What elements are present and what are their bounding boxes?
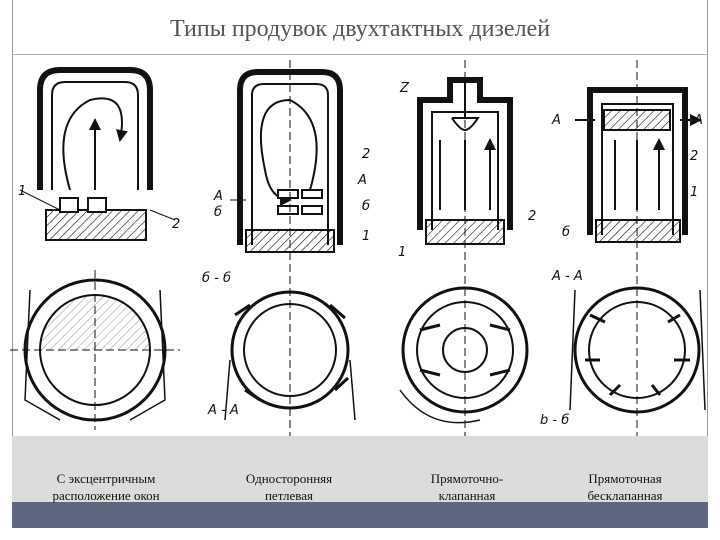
label-z-valve: Z [399, 81, 410, 96]
caption-loop: Односторонняя петлевая [204, 470, 374, 504]
right-frame-line [707, 0, 708, 436]
caption-line: расположение окон [52, 488, 160, 503]
caption-line: бесклапанная [587, 488, 663, 503]
label-a-left-valveless: A [551, 113, 561, 128]
slide-title: Типы продувок двухтактных дизелей [169, 16, 551, 42]
label-2-eccentric: 2 [172, 217, 180, 232]
label-b-loop: б [214, 205, 222, 220]
label-b-valveless: б [562, 225, 570, 240]
label-2-valve: 2 [528, 209, 536, 224]
diagram-uniflow-valveless [569, 60, 705, 440]
caption-line: Прямоточно- [430, 471, 504, 486]
scavenging-diagrams: 1 2 A б 2 A б 1 б - б A - A Z [10, 60, 720, 440]
diagram-uniflow-valve [399, 60, 529, 440]
label-1-eccentric: 1 [18, 184, 26, 199]
label-a-loop: A [213, 189, 223, 204]
caption-line: клапанная [438, 488, 496, 503]
caption-uniflow-valve: Прямоточно- клапанная [382, 470, 552, 504]
label-a-right-valveless: A [693, 113, 703, 128]
label-1-valveless: 1 [690, 185, 698, 200]
caption-line: Прямоточная [588, 471, 662, 486]
caption-line: С эксцентричным [56, 471, 156, 486]
section-label-bb2: b - б [540, 413, 569, 428]
section-label-aa: A - A [207, 403, 239, 418]
left-frame-line [12, 0, 13, 436]
label-2-valveless: 2 [690, 149, 698, 164]
label-2-loop: 2 [362, 147, 370, 162]
label-1-valve: 1 [398, 245, 406, 260]
caption-line: петлевая [264, 488, 314, 503]
caption-line: Односторонняя [245, 471, 333, 486]
label-a2-loop: A [357, 173, 367, 188]
label-b2-loop: б [362, 199, 370, 214]
section-label-aa2: A - A [551, 269, 583, 284]
diagram-loop [224, 60, 356, 440]
label-1-loop: 1 [362, 229, 370, 244]
title-divider [12, 54, 708, 55]
caption-uniflow-valveless: Прямоточная бесклапанная [542, 470, 708, 504]
caption-eccentric: С эксцентричным расположение окон [22, 470, 190, 504]
section-label-bb: б - б [202, 271, 231, 286]
footer-strip [12, 502, 708, 528]
diagram-eccentric [10, 67, 180, 430]
